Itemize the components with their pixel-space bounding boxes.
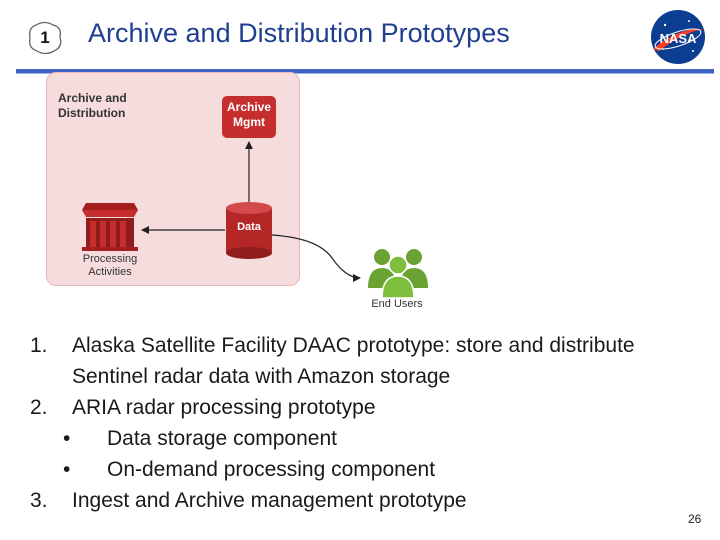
panel-label: Archive and Distribution xyxy=(58,91,127,120)
sub-item-text: Data storage component xyxy=(107,427,337,450)
slide-title: Archive and Distribution Prototypes xyxy=(88,18,510,48)
list-item: 3. Ingest and Archive management prototy… xyxy=(30,485,670,516)
processing-activities-icon xyxy=(82,203,138,251)
sub-item-text: On-demand processing component xyxy=(107,458,436,481)
number-badge-shape xyxy=(28,21,62,55)
arrow-data-to-users xyxy=(271,234,361,282)
nasa-logo: NASA xyxy=(651,10,705,64)
processing-activities-label: Processing Activities xyxy=(82,253,138,278)
list-item-text: ARIA radar processing prototype xyxy=(72,396,376,419)
sub-list-item: • Data storage component xyxy=(30,423,670,454)
list-item-text: Ingest and Archive management prototype xyxy=(72,489,467,512)
architecture-diagram xyxy=(82,96,428,299)
archive-mgmt-label: Archive Mgmt xyxy=(226,100,272,129)
sub-list-item: • On-demand processing component xyxy=(30,454,670,485)
list-number: 2. xyxy=(30,396,48,419)
header-rule xyxy=(16,69,714,73)
list-item: 2. ARIA radar processing prototype xyxy=(30,392,670,423)
nasa-logo-text: NASA xyxy=(660,31,697,46)
list-item: 1. Alaska Satellite Facility DAAC protot… xyxy=(30,330,670,392)
prototype-list: 1. Alaska Satellite Facility DAAC protot… xyxy=(30,330,670,516)
end-users-icon xyxy=(368,249,428,299)
end-users-label: End Users xyxy=(371,298,423,310)
bullet: • xyxy=(63,427,71,450)
archive-mgmt-box xyxy=(222,96,276,138)
header-rule-shadow xyxy=(16,73,714,74)
slide-number-badge: 1 xyxy=(40,28,50,47)
list-number: 1. xyxy=(30,334,48,357)
data-cylinder-icon xyxy=(226,202,272,259)
bullet: • xyxy=(63,458,71,481)
list-item-text: Alaska Satellite Facility DAAC prototype… xyxy=(72,334,635,388)
page-number: 26 xyxy=(688,512,702,526)
list-number: 3. xyxy=(30,489,48,512)
data-label: Data xyxy=(237,221,261,233)
